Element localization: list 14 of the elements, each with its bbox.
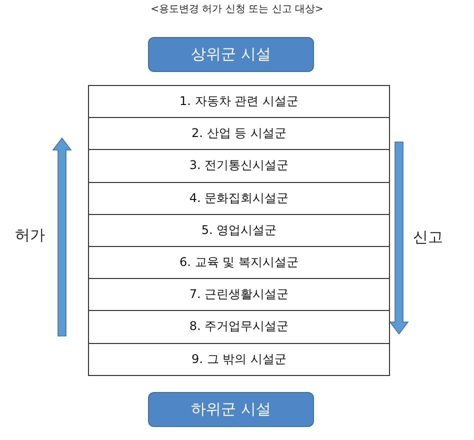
- table-row: 2. 산업 등 시설군: [88, 117, 390, 150]
- table-row: 8. 주거업무시설군: [88, 310, 390, 344]
- group-box: 하위군 시설: [148, 392, 314, 427]
- table-row: 6. 교육 및 복지시설군: [88, 246, 390, 280]
- table-row: 3. 전기통신시설군: [88, 149, 390, 183]
- table-row: 4. 문화집회시설군: [88, 182, 390, 215]
- table-row: 9. 그 밖의 시설군: [88, 342, 390, 376]
- arrow-label: 허가: [14, 226, 46, 245]
- table-row: 1. 자동차 관련 시설군: [88, 85, 390, 118]
- table-row: 5. 영업시설군: [88, 214, 390, 247]
- table-row: 7. 근린생활시설군: [88, 278, 390, 312]
- group-box: 상위군 시설: [148, 37, 314, 72]
- arrow-label: 신고: [412, 228, 444, 247]
- title: <용도변경 허가 신청 또는 신고 대상>: [150, 3, 324, 16]
